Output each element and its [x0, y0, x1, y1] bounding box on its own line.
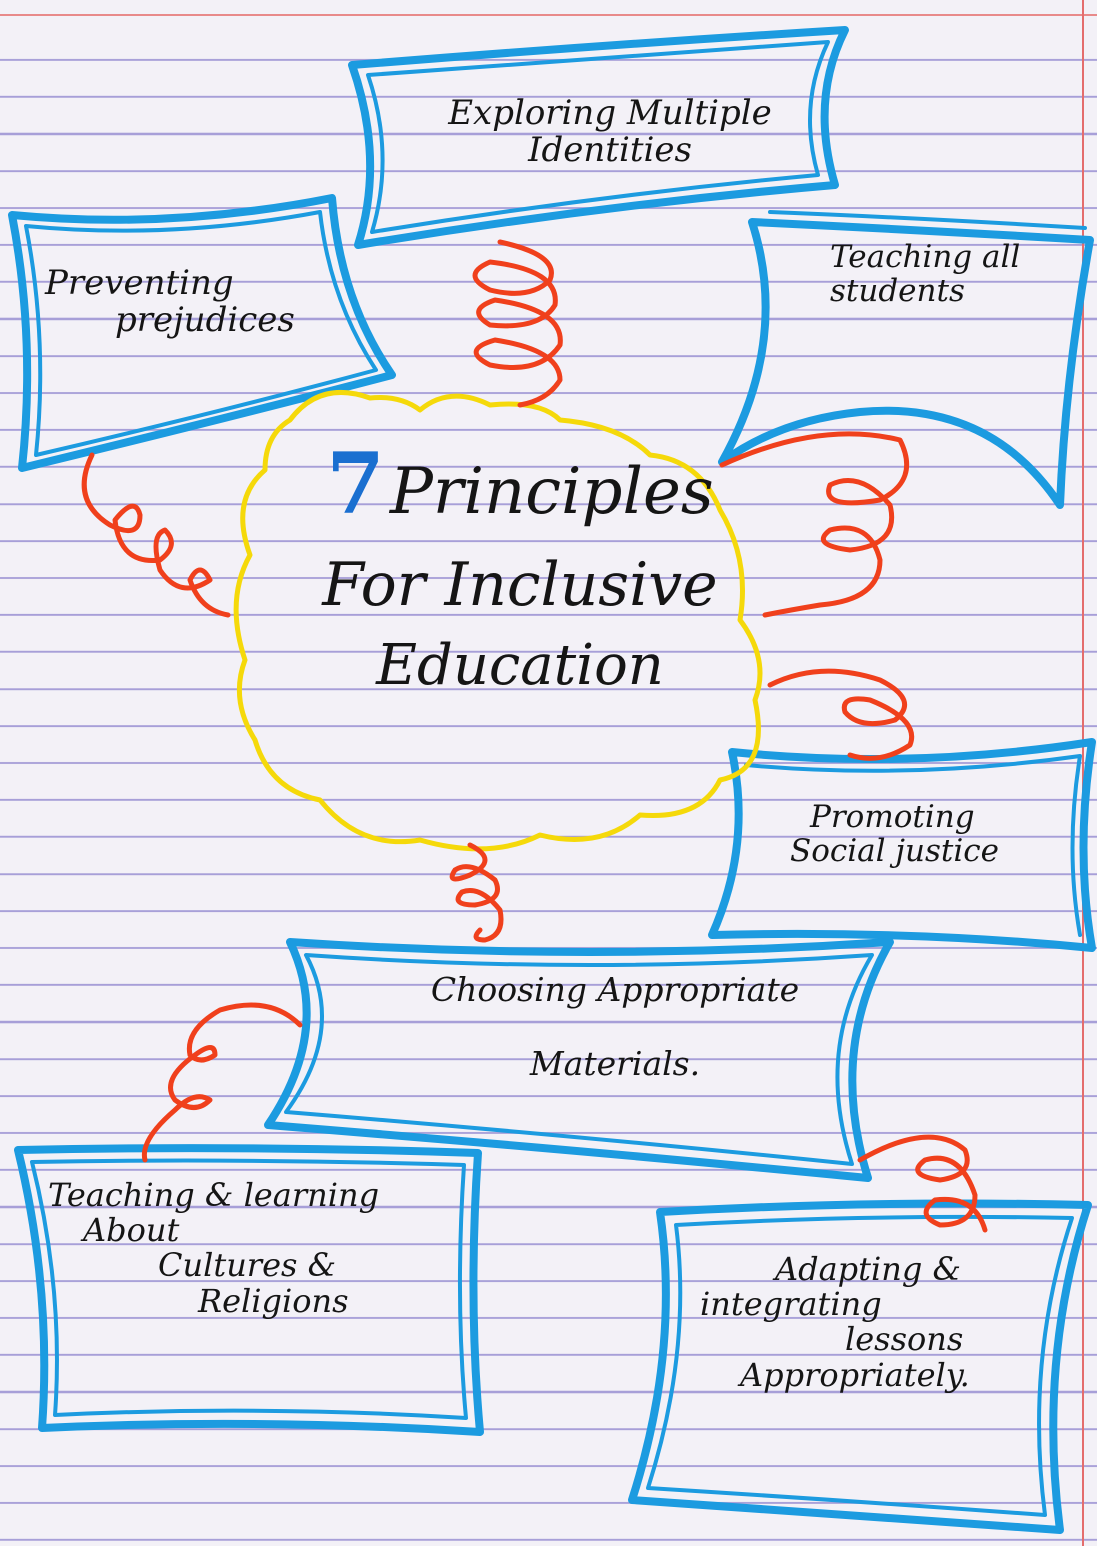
box-exploring-label: Exploring Multiple Identities — [448, 93, 772, 171]
box-teaching-all-label: Teaching all students — [830, 239, 1021, 310]
box-preventing — [8, 194, 396, 472]
principle-count: 7 — [326, 434, 385, 533]
box-adapting-label: Adapting & integrating lessons Appropria… — [700, 1250, 970, 1394]
top-margin-line — [0, 14, 1097, 16]
title-line-1: 7 Principles — [326, 434, 714, 533]
title-line-2: For Inclusive — [322, 549, 718, 620]
box-promoting-label: Promoting Social justice — [790, 799, 999, 870]
center-cloud — [233, 389, 763, 852]
coil-bottom — [449, 842, 504, 943]
coil-top — [472, 239, 563, 408]
coil-right-upper — [719, 431, 910, 618]
box-exploring — [348, 26, 849, 249]
title-line-3: Education — [376, 632, 664, 698]
box-cultures-label: Teaching & learning About Cultures & Rel… — [48, 1176, 380, 1320]
right-margin-line — [1082, 0, 1084, 1546]
box-cultures — [14, 1144, 484, 1436]
coil-adapting-right — [857, 1134, 988, 1233]
box-preventing-label: Preventing prejudices — [45, 263, 295, 341]
coil-right-lower — [767, 668, 914, 761]
coil-left — [81, 452, 231, 618]
box-promoting — [708, 738, 1096, 952]
box-choosing-label: Choosing Appropriate Materials. — [430, 970, 800, 1084]
box-choosing — [264, 938, 894, 1182]
center-title: 7 Principles For Inclusive Education — [310, 425, 730, 705]
box-teaching-all — [718, 210, 1094, 509]
coil-choosing-left — [141, 1002, 303, 1163]
coil-connectors — [81, 239, 988, 1233]
